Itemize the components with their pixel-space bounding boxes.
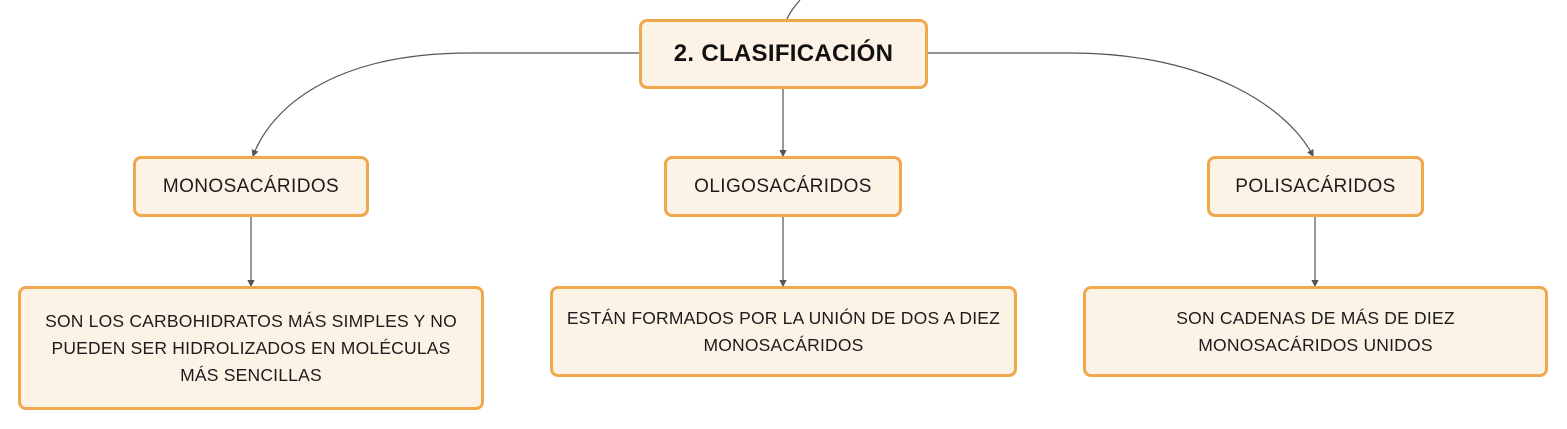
connector-root-to-polisacaridos: [928, 52, 1314, 158]
category-node-oligosacaridos[interactable]: OLIGOSACÁRIDOS: [664, 156, 902, 217]
root-node-label: 2. CLASIFICACIÓN: [673, 40, 894, 67]
category-node-polisacaridos[interactable]: POLISACÁRIDOS: [1207, 156, 1424, 217]
description-node-oligosacaridos[interactable]: ESTÁN FORMADOS POR LA UNIÓN DE DOS A DIE…: [550, 286, 1017, 377]
incoming-connector-line: [786, 0, 801, 20]
description-node-monosacaridos[interactable]: SON LOS CARBOHIDRATOS MÁS SIMPLES Y NO P…: [18, 286, 484, 410]
description-text: ESTÁN FORMADOS POR LA UNIÓN DE DOS A DIE…: [566, 307, 1001, 355]
category-label: OLIGOSACÁRIDOS: [694, 175, 872, 197]
category-label: MONOSACÁRIDOS: [162, 175, 340, 197]
description-node-polisacaridos[interactable]: SON CADENAS DE MÁS DE DIEZ MONOSACÁRIDOS…: [1083, 286, 1548, 377]
connector-root-to-monosacaridos: [251, 52, 639, 158]
description-text: SON LOS CARBOHIDRATOS MÁS SIMPLES Y NO P…: [45, 310, 457, 385]
category-label: POLISACÁRIDOS: [1235, 175, 1396, 197]
root-node-clasificacion[interactable]: 2. CLASIFICACIÓN: [639, 19, 928, 89]
category-node-monosacaridos[interactable]: MONOSACÁRIDOS: [133, 156, 369, 217]
description-text: SON CADENAS DE MÁS DE DIEZ MONOSACÁRIDOS…: [1176, 307, 1455, 355]
